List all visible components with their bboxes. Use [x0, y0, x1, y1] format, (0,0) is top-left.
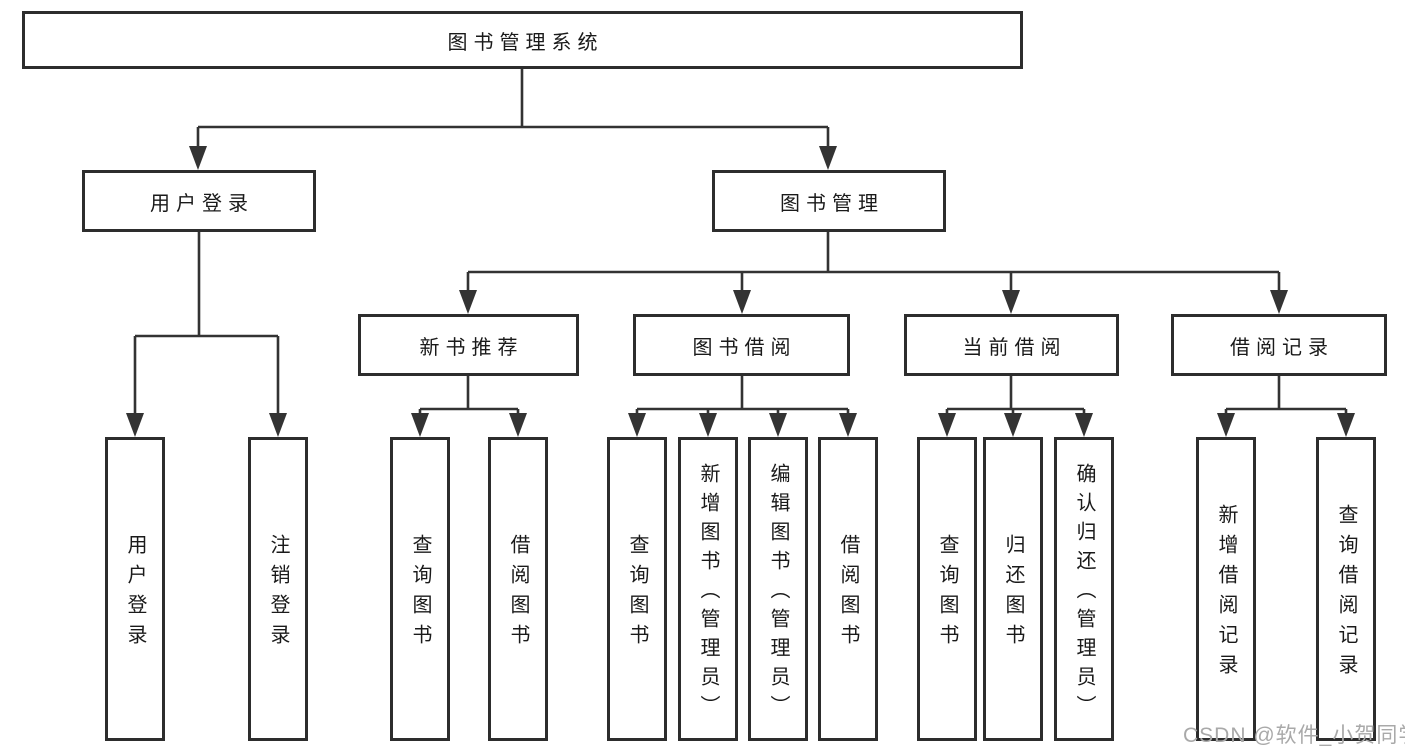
node-book-borrow: 图书借阅 — [633, 314, 850, 376]
leaf-label: 用户登录 — [124, 534, 146, 654]
leaf-query-books-borrow: 查询图书 — [607, 437, 667, 741]
node-new-book-recommend: 新书推荐 — [358, 314, 579, 376]
leaf-label: 借阅图书 — [507, 534, 529, 654]
node-label: 新书推荐 — [419, 336, 524, 359]
leaf-label: 新增图书（管理员） — [697, 462, 719, 724]
leaf-label: 查询图书 — [626, 534, 648, 654]
node-label: 图书管理系统 — [447, 31, 604, 54]
leaf-label: 借阅图书 — [837, 534, 859, 654]
node-label: 图书管理 — [780, 192, 884, 215]
leaf-logout: 注销登录 — [248, 437, 308, 741]
leaf-label: 注销登录 — [267, 534, 289, 654]
node-label: 用户登录 — [150, 192, 254, 215]
node-label: 图书借阅 — [692, 336, 797, 359]
leaf-query-borrow-record: 查询借阅记录 — [1316, 437, 1376, 741]
leaf-edit-books-admin: 编辑图书（管理员） — [748, 437, 808, 741]
leaf-borrow-books: 借阅图书 — [818, 437, 878, 741]
leaf-label: 编辑图书（管理员） — [767, 462, 789, 724]
leaf-label: 查询图书 — [936, 534, 958, 654]
leaf-user-login: 用户登录 — [105, 437, 165, 741]
leaf-borrow-books-recommend: 借阅图书 — [488, 437, 548, 741]
node-borrow-records: 借阅记录 — [1171, 314, 1387, 376]
leaf-label: 查询借阅记录 — [1335, 504, 1357, 684]
leaf-query-books-recommend: 查询图书 — [390, 437, 450, 741]
arrowhead-icons — [126, 146, 1355, 437]
node-label: 借阅记录 — [1230, 336, 1334, 359]
leaf-return-books: 归还图书 — [983, 437, 1043, 741]
leaf-add-borrow-record: 新增借阅记录 — [1196, 437, 1256, 741]
node-label: 当前借阅 — [962, 336, 1067, 359]
connector-paths — [133, 68, 1348, 433]
leaf-add-books-admin: 新增图书（管理员） — [678, 437, 738, 741]
node-user-login: 用户登录 — [82, 170, 316, 232]
leaf-label: 新增借阅记录 — [1215, 504, 1237, 684]
leaf-confirm-return-admin: 确认归还（管理员） — [1054, 437, 1114, 741]
leaf-label: 查询图书 — [409, 534, 431, 654]
node-book-management: 图书管理 — [712, 170, 946, 232]
csdn-watermark: CSDN @软件_小贺同学 — [1183, 724, 1405, 747]
leaf-query-books-current: 查询图书 — [917, 437, 977, 741]
leaf-label: 归还图书 — [1002, 534, 1024, 654]
node-current-borrow: 当前借阅 — [904, 314, 1119, 376]
node-library-management-system: 图书管理系统 — [22, 11, 1023, 69]
leaf-label: 确认归还（管理员） — [1073, 462, 1095, 724]
